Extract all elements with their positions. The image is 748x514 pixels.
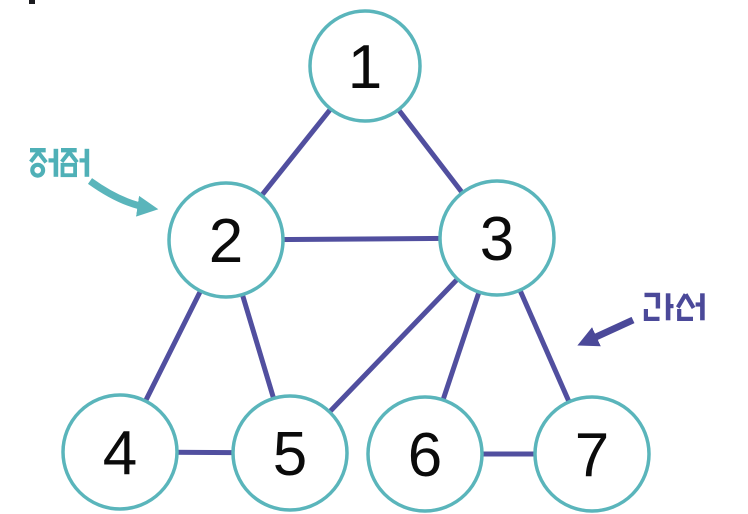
node-2: 2 <box>167 181 285 299</box>
node-1-label: 1 <box>348 33 382 102</box>
node-4: 4 <box>61 393 179 511</box>
cropped-text-fragment <box>29 0 35 4</box>
node-4-circle <box>61 393 179 511</box>
node-6: 6 <box>366 395 484 513</box>
node-3-label: 3 <box>480 205 514 274</box>
node-2-label: 2 <box>209 207 243 276</box>
node-3: 3 <box>438 179 556 297</box>
node-6-label: 6 <box>408 421 442 490</box>
node-3-circle <box>438 179 556 297</box>
node-1: 1 <box>308 9 422 123</box>
vertex-label-glyphs <box>29 148 90 178</box>
node-7-circle <box>533 395 651 513</box>
node-6-circle <box>366 395 484 513</box>
nodes-layer: 1 2 3 4 5 6 7 <box>61 9 651 513</box>
edge-arrow-icon <box>577 316 635 347</box>
node-7-label: 7 <box>575 421 609 490</box>
node-5-label: 5 <box>273 420 307 489</box>
node-4-label: 4 <box>103 419 137 488</box>
node-7: 7 <box>533 395 651 513</box>
node-5: 5 <box>231 394 349 512</box>
edge-label-glyphs <box>643 292 705 321</box>
vertex-arrow-icon <box>87 178 159 217</box>
vertex-label: 정점 <box>28 147 90 178</box>
edge-label: 간선 <box>642 292 708 322</box>
node-1-circle <box>308 9 422 123</box>
node-5-circle <box>231 394 349 512</box>
node-2-circle <box>167 181 285 299</box>
